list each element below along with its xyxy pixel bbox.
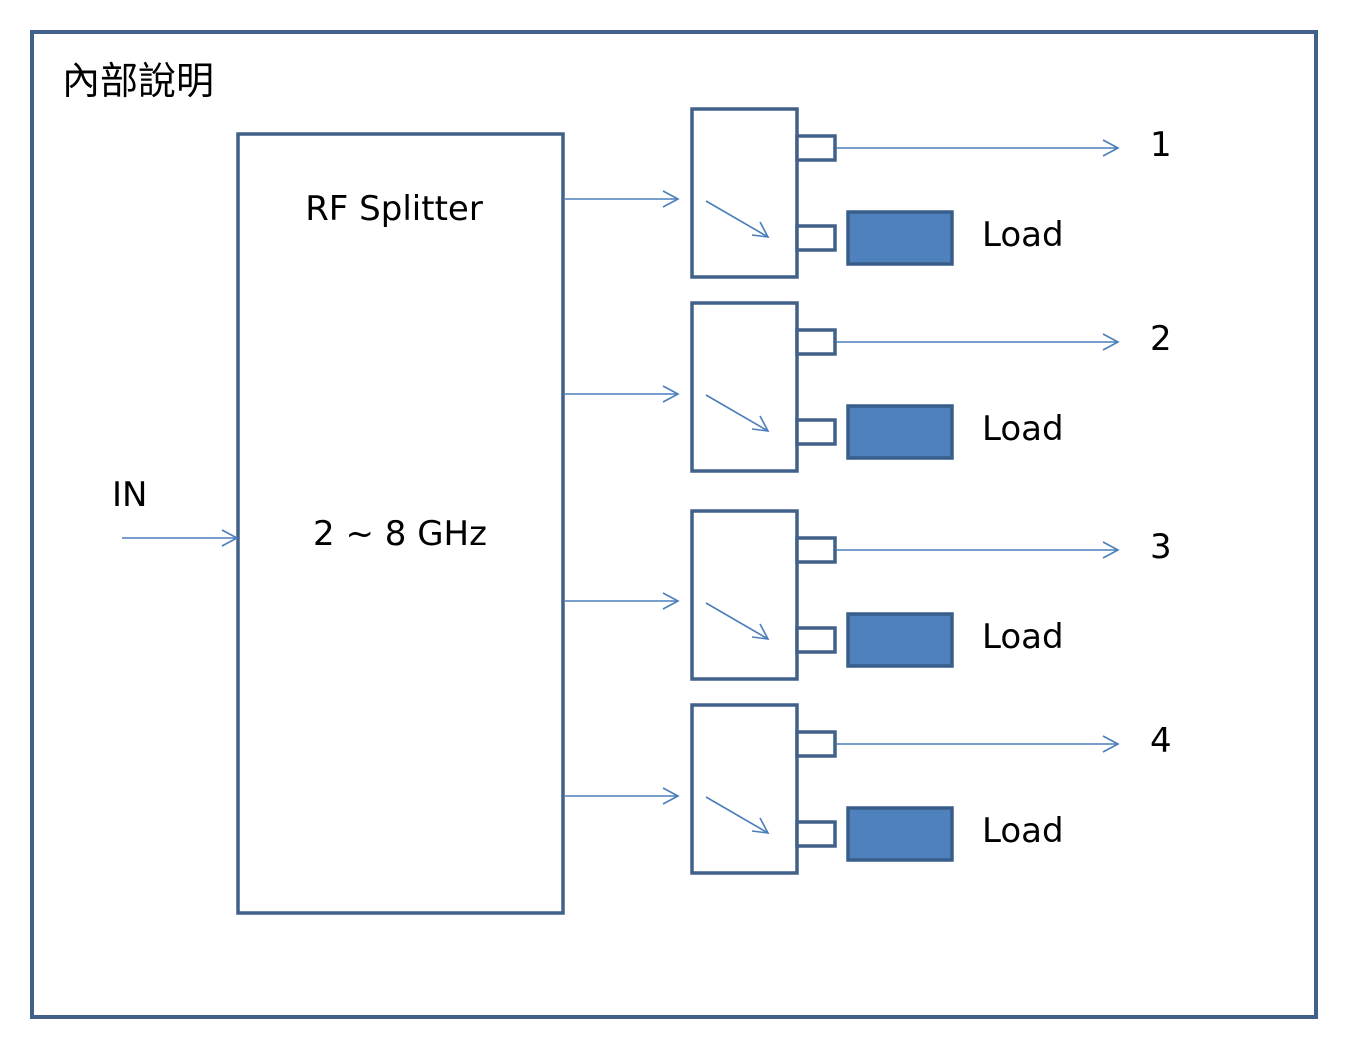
load-port-1 bbox=[795, 224, 837, 252]
switch-icon-4 bbox=[705, 796, 770, 834]
splitter-frequency: 2 ~ 8 GHz bbox=[313, 514, 487, 554]
switch-box-4 bbox=[690, 703, 799, 875]
load-label-2: Load bbox=[982, 409, 1064, 449]
load-block-2 bbox=[846, 404, 954, 460]
diagram-title: 內部說明 bbox=[62, 59, 214, 103]
splitter-output-arrow-4 bbox=[565, 787, 680, 805]
load-port-2 bbox=[795, 418, 837, 446]
output-port-1 bbox=[795, 134, 837, 162]
switch-box-3 bbox=[690, 509, 799, 681]
output-label-4: 4 bbox=[1150, 721, 1172, 761]
outer-frame bbox=[30, 30, 1318, 1019]
load-block-4 bbox=[846, 806, 954, 862]
load-port-3 bbox=[795, 626, 837, 654]
load-port-4 bbox=[795, 820, 837, 848]
output-arrow-2 bbox=[836, 333, 1120, 351]
output-arrow-1 bbox=[836, 139, 1120, 157]
rf-splitter-block bbox=[236, 132, 565, 915]
output-label-3: 3 bbox=[1150, 527, 1172, 567]
load-block-1 bbox=[846, 210, 954, 266]
output-arrow-3 bbox=[836, 541, 1120, 559]
output-port-4 bbox=[795, 730, 837, 758]
load-label-1: Load bbox=[982, 215, 1064, 255]
load-label-3: Load bbox=[982, 617, 1064, 657]
output-port-2 bbox=[795, 328, 837, 356]
switch-icon-1 bbox=[705, 200, 770, 238]
output-port-3 bbox=[795, 536, 837, 564]
load-block-3 bbox=[846, 612, 954, 668]
output-label-2: 2 bbox=[1150, 319, 1172, 359]
switch-box-1 bbox=[690, 107, 799, 279]
switch-icon-3 bbox=[705, 602, 770, 640]
output-arrow-4 bbox=[836, 735, 1120, 753]
switch-box-2 bbox=[690, 301, 799, 473]
output-label-1: 1 bbox=[1150, 125, 1172, 165]
splitter-output-arrow-2 bbox=[565, 385, 680, 403]
switch-icon-2 bbox=[705, 394, 770, 432]
splitter-output-arrow-1 bbox=[565, 190, 680, 208]
load-label-4: Load bbox=[982, 811, 1064, 851]
input-arrow bbox=[122, 529, 239, 547]
input-label: IN bbox=[112, 475, 147, 515]
splitter-name: RF Splitter bbox=[305, 189, 483, 229]
splitter-output-arrow-3 bbox=[565, 592, 680, 610]
